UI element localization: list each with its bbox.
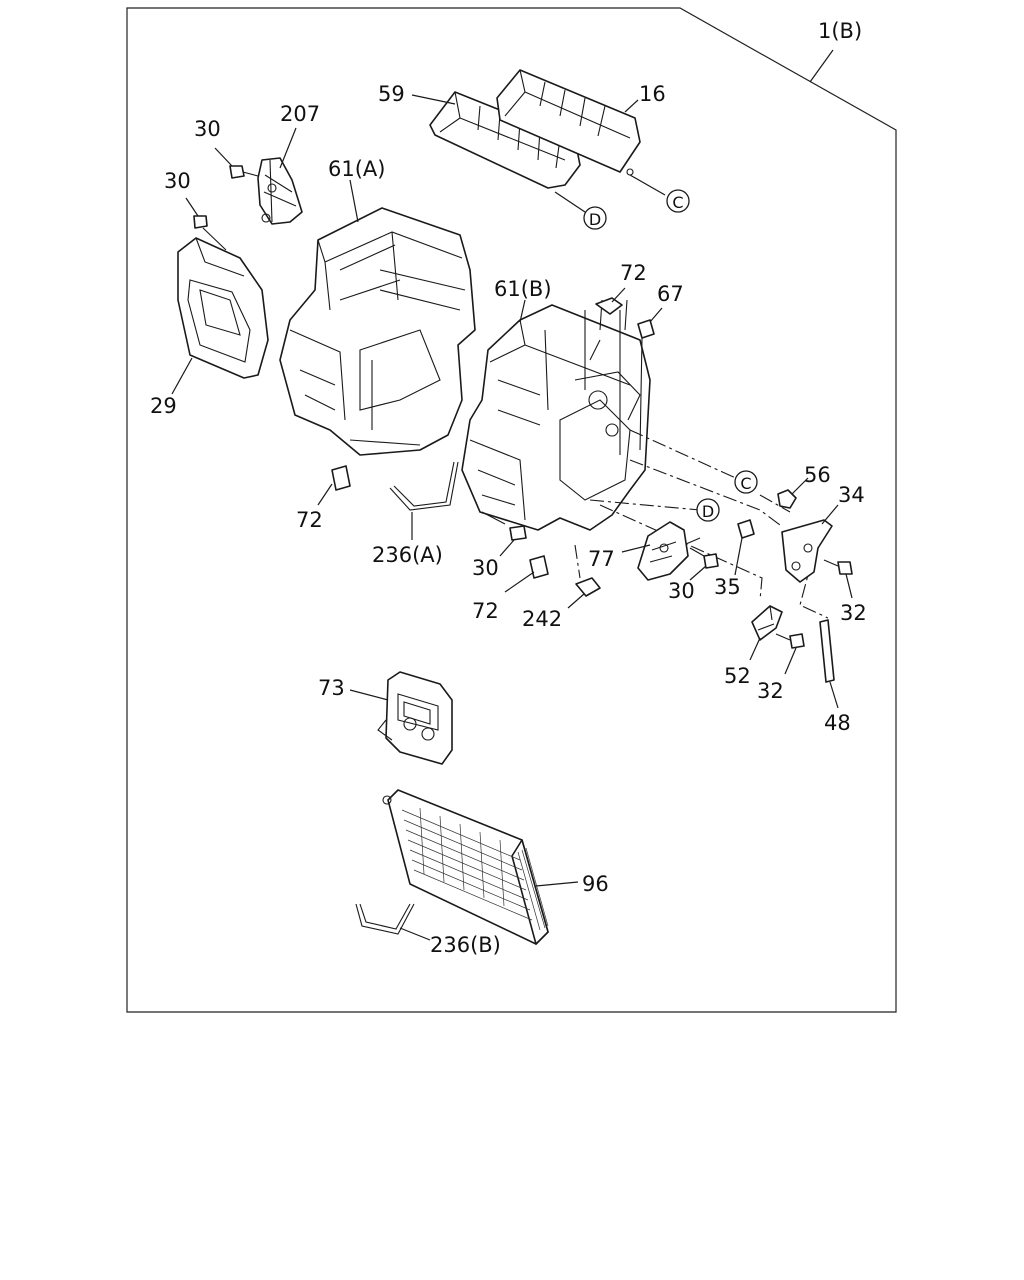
part-34-lever (781, 519, 833, 583)
ref-letter-d-top: D (589, 210, 601, 229)
part-236b-pipe (355, 903, 415, 935)
part-96-evaporator (382, 789, 549, 945)
clip-72-a (595, 297, 623, 315)
part-207-bracket (257, 157, 303, 225)
callout-30-c: 30 (472, 556, 499, 580)
callout-30-d: 30 (668, 579, 695, 603)
ref-letter-d-mid: D (702, 502, 714, 521)
clip-72-c (529, 555, 549, 579)
screw-30-d (689, 547, 719, 569)
clip-72-b (331, 465, 351, 491)
callout-61a: 61(A) (328, 157, 385, 181)
part-16-filter (496, 69, 641, 176)
clip-67 (637, 319, 655, 339)
callout-52: 52 (724, 664, 751, 688)
ref-circle-d-mid (696, 498, 720, 522)
part-29-cover (177, 237, 269, 379)
callout-96: 96 (582, 872, 609, 896)
part-242-pad (575, 577, 601, 597)
screw-30-a (229, 165, 259, 179)
callout-73: 73 (318, 676, 345, 700)
callout-242: 242 (522, 607, 562, 631)
callout-30-a: 30 (194, 117, 221, 141)
callout-34: 34 (838, 483, 865, 507)
part-56-nut (777, 489, 797, 509)
callout-29: 29 (150, 394, 177, 418)
part-61a-case (279, 207, 476, 456)
ref-circle-d-top (583, 206, 607, 230)
part-236a-pipe (389, 461, 459, 511)
callout-236b: 236(B) (430, 933, 501, 957)
callout-207: 207 (280, 102, 320, 126)
callout-16: 16 (639, 82, 666, 106)
screw-32-b (775, 633, 805, 649)
callout-61b: 61(B) (494, 277, 552, 301)
part-35-clip (737, 519, 755, 539)
callout-72-b: 72 (296, 508, 323, 532)
callout-236a: 236(A) (372, 543, 443, 567)
ref-letter-c-mid: C (740, 474, 751, 493)
part-48-rod (819, 619, 835, 683)
ref-letter-c-top: C (672, 193, 683, 212)
part-73-motor (377, 671, 453, 765)
callout-48: 48 (824, 711, 851, 735)
part-52-link (751, 605, 783, 641)
diagram-frame (126, 7, 897, 1013)
callout-30-b: 30 (164, 169, 191, 193)
ref-circle-c-mid (734, 470, 758, 494)
screw-30-c (481, 511, 527, 541)
ref-circle-c-top (666, 189, 690, 213)
callout-67: 67 (657, 282, 684, 306)
screw-32-a (823, 559, 853, 575)
part-61b-case (461, 299, 651, 531)
callout-56: 56 (804, 463, 831, 487)
assembly-label: 1(B) (818, 19, 862, 43)
callout-72-a: 72 (620, 261, 647, 285)
callout-72-c: 72 (472, 599, 499, 623)
screw-30-b (193, 215, 227, 251)
callout-59: 59 (378, 82, 405, 106)
part-77-actuator (637, 521, 701, 581)
callout-32-b: 32 (757, 679, 784, 703)
callout-35: 35 (714, 575, 741, 599)
callout-32-a: 32 (840, 601, 867, 625)
callout-77: 77 (588, 547, 615, 571)
part-59-filter-frame (429, 91, 581, 189)
